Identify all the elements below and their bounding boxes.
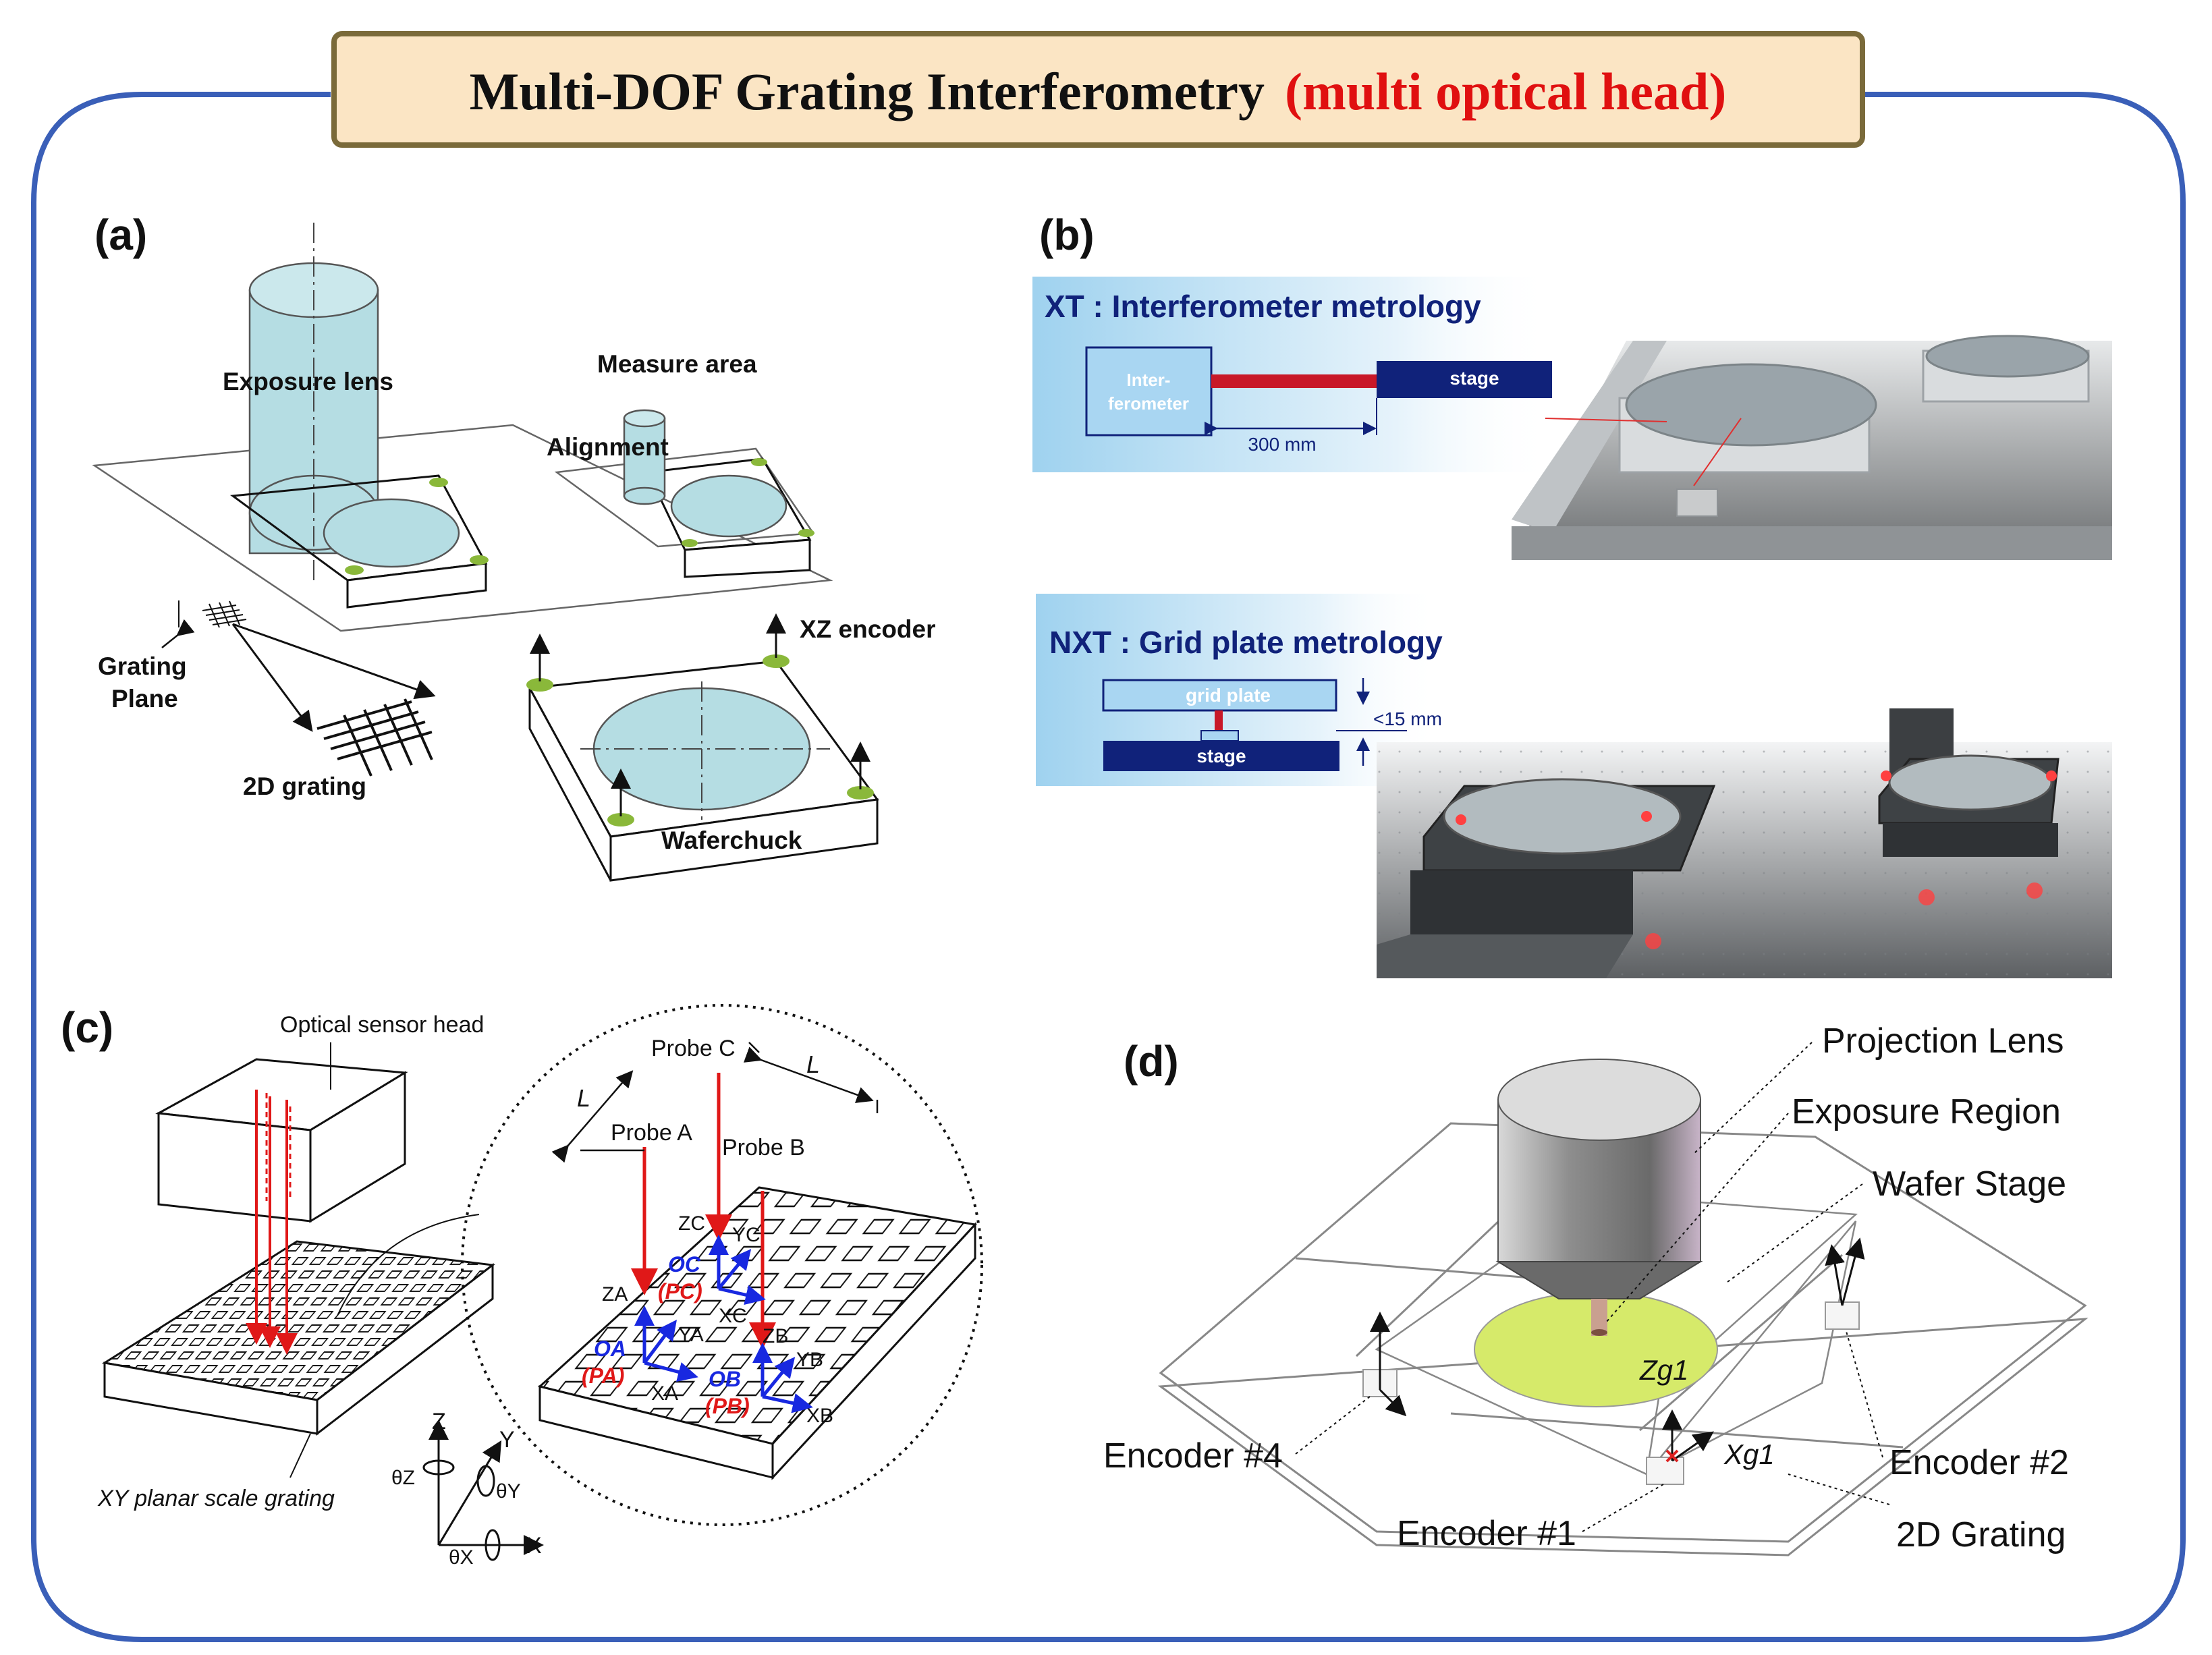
- axis-z: Z: [432, 1409, 446, 1434]
- grid-sensor: [1200, 730, 1239, 741]
- frame-yc: YC: [732, 1224, 761, 1246]
- projection-lens: [1495, 1059, 1703, 1336]
- label-xg1: Xg1: [1723, 1438, 1775, 1470]
- encoder-1-mark: [1665, 1449, 1679, 1463]
- nxt-stage-label: stage: [1196, 746, 1246, 766]
- label-encoder-4: Encoder #4: [1103, 1436, 1283, 1476]
- frame-pb: (PB): [705, 1394, 750, 1418]
- label-2d-grating: 2D grating: [243, 773, 366, 800]
- nxt-title: NXT : Grid plate metrology: [1049, 625, 1443, 660]
- panel-b-label: (b): [1039, 211, 1095, 259]
- panel-a: (a): [92, 211, 936, 882]
- xt-stage-label: stage: [1449, 368, 1499, 389]
- leader-lines: [1295, 1042, 1890, 1532]
- waferchuck: [526, 613, 879, 882]
- scale-grating-label: XY planar scale grating: [97, 1486, 335, 1511]
- frame-pa: (PA): [582, 1364, 624, 1388]
- probe-c-label: Probe C: [651, 1036, 736, 1061]
- probes: [631, 1073, 776, 1349]
- sensor-beams: [246, 1090, 298, 1355]
- l-label-1: L: [577, 1084, 590, 1112]
- encoders: [1362, 1301, 1860, 1485]
- panel-c-label: (c): [61, 1003, 113, 1052]
- frame-za: ZA: [602, 1283, 628, 1306]
- title-banner: [331, 31, 1865, 148]
- label-zg1: Zg1: [1639, 1354, 1688, 1386]
- frame-zb: ZB: [763, 1325, 788, 1347]
- axis-theta-y: θY: [496, 1480, 521, 1503]
- l-dimensions: [551, 1042, 879, 1163]
- xt-title: XT : Interferometer metrology: [1045, 289, 1481, 324]
- panel-d-label: (d): [1124, 1037, 1179, 1086]
- frame-pc: (PC): [658, 1279, 702, 1303]
- probe-b-label: Probe B: [722, 1135, 805, 1160]
- frame-xa: XA: [651, 1382, 678, 1405]
- nxt-gap: <15 mm: [1373, 708, 1442, 729]
- label-2d-grating-d: 2D Grating: [1896, 1515, 2066, 1554]
- frame-xb: XB: [806, 1405, 833, 1427]
- xt-distance: 300 mm: [1248, 434, 1316, 455]
- xt-stage-render: [1512, 335, 2112, 560]
- optical-sensor-head: [155, 1058, 408, 1223]
- label-grating-plane-1: Grating: [98, 652, 187, 680]
- axis-x: X: [526, 1533, 542, 1559]
- scale-grating-plate: [101, 1240, 495, 1436]
- label-wafer-stage: Wafer Stage: [1873, 1165, 2066, 1204]
- zoom-circle: [461, 1004, 983, 1526]
- grid-plate: [1102, 679, 1337, 712]
- grid-plate-label: grid plate: [1186, 685, 1271, 706]
- outer-frame: [31, 92, 2186, 1642]
- title-text: Multi-DOF Grating Interferometry (multi o…: [470, 62, 1727, 121]
- axis-theta-z: θZ: [391, 1467, 415, 1489]
- label-encoder-2: Encoder #2: [1889, 1443, 2069, 1482]
- local-frames: [634, 1235, 813, 1413]
- alignment-chuck: [554, 409, 815, 578]
- axis-theta-x: θX: [449, 1546, 474, 1569]
- grating-patch: [202, 600, 247, 628]
- label-exposure-region: Exposure Region: [1792, 1092, 2061, 1131]
- xt-stage: [1377, 361, 1552, 398]
- panel-c: (c) Optical sensor head XY planar scale …: [61, 1003, 983, 1569]
- grating-2d-mesh: [316, 698, 433, 777]
- grid-beam: [1215, 710, 1223, 731]
- label-projection-lens: Projection Lens: [1822, 1021, 2064, 1061]
- interferometer-label-1: Inter-: [1127, 370, 1171, 390]
- grating-cross-plate: [1157, 1122, 2089, 1556]
- axis-y: Y: [499, 1427, 515, 1453]
- panel-b: (b) XT : Interferometer metrology Inter-…: [1032, 211, 2112, 978]
- l-label-2: L: [806, 1050, 820, 1078]
- sensor-head-label: Optical sensor head: [280, 1012, 484, 1038]
- global-axes: [422, 1420, 544, 1561]
- frame-oa: OA: [594, 1337, 626, 1361]
- label-xz-encoder: XZ encoder: [800, 615, 936, 643]
- xt-beam: [1211, 374, 1377, 388]
- label-measure-area: Measure area: [597, 350, 757, 378]
- exposure-chuck: [229, 474, 489, 609]
- encoder-axes: [1370, 1237, 1865, 1462]
- panel-a-label: (a): [94, 211, 147, 259]
- frame-ya: YA: [678, 1324, 704, 1346]
- frame-yb: YB: [796, 1349, 823, 1371]
- frame-ob: OB: [709, 1367, 741, 1391]
- label-alignment: Alignment: [547, 433, 669, 461]
- probe-a-label: Probe A: [611, 1120, 692, 1146]
- interferometer-label-2: ferometer: [1108, 393, 1189, 414]
- frame-zc: ZC: [678, 1212, 705, 1235]
- title-main: Multi-DOF Grating Interferometry: [470, 62, 1265, 121]
- label-encoder-1: Encoder #1: [1397, 1514, 1576, 1553]
- title-highlight: (multi optical head): [1285, 62, 1726, 121]
- nxt-stage-render: [1377, 708, 2112, 978]
- label-grating-plane-2: Plane: [111, 685, 178, 712]
- panel-d: (d): [1103, 1021, 2089, 1556]
- interferometer-box: [1085, 346, 1213, 437]
- label-waferchuck: Waferchuck: [661, 826, 802, 854]
- zoom-grating: [537, 1186, 977, 1480]
- label-exposure-lens: Exposure lens: [223, 368, 393, 395]
- nxt-stage: [1103, 741, 1339, 771]
- frame-oc: OC: [668, 1252, 701, 1277]
- frame-xc: XC: [719, 1305, 747, 1327]
